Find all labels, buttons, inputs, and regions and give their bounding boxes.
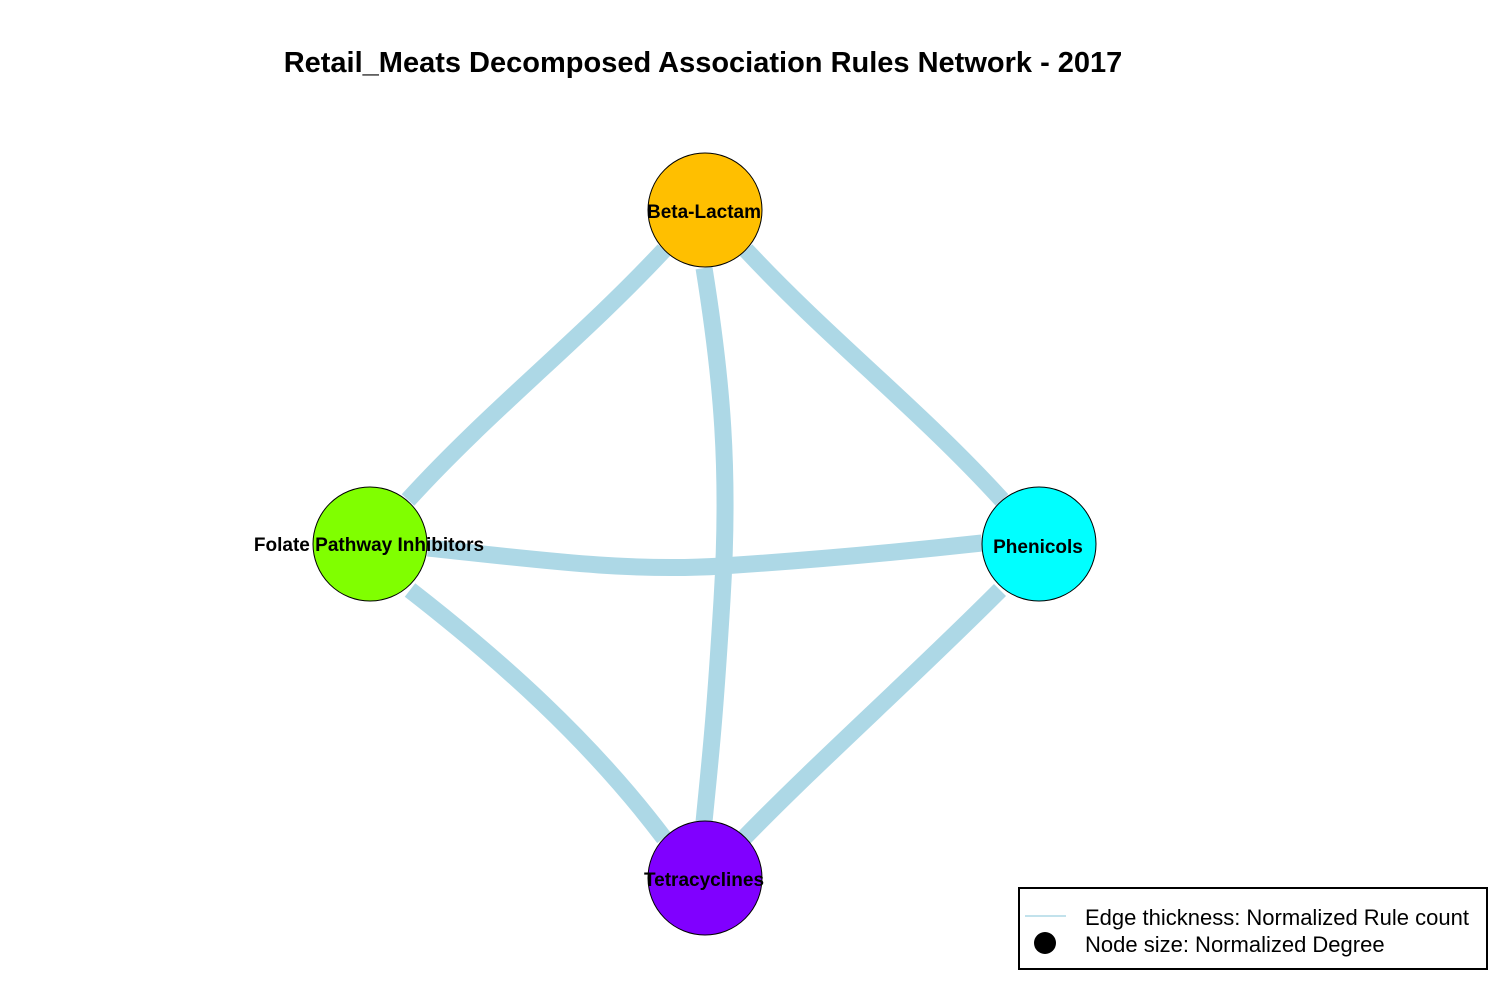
edge-phenicols-tetracyclines	[737, 583, 1007, 844]
node-labels-layer: Beta-Lactam Folate Pathway Inhibitors Ph…	[254, 202, 1083, 891]
node-phenicols[interactable]	[981, 486, 1097, 602]
node-folate-pathway-inhibitors[interactable]	[312, 486, 428, 602]
edge-folate-phenicols	[427, 534, 983, 577]
edge-folate-tetracyclines	[404, 583, 671, 844]
legend: Edge thickness: Normalized Rule count No…	[1018, 887, 1488, 970]
node-tetracyclines[interactable]	[647, 820, 763, 936]
node-beta-lactam[interactable]	[647, 152, 763, 268]
legend-box	[1018, 887, 1488, 970]
legend-edge-label: Edge thickness: Normalized Rule count	[1085, 905, 1469, 930]
edge-beta-lactam-tetracyclines	[695, 266, 734, 823]
edge-beta-lactam-phenicols	[739, 244, 1009, 506]
nodes-layer	[312, 152, 1097, 936]
diagram-title: Retail_Meats Decomposed Association Rule…	[284, 47, 1123, 79]
legend-node-marker-icon	[1034, 932, 1056, 954]
node-label-tetracyclines: Tetracyclines	[644, 870, 764, 891]
edge-beta-lactam-folate	[401, 244, 671, 506]
node-label-beta-lactam: Beta-Lactam	[647, 202, 761, 223]
edges-layer	[401, 244, 1009, 844]
legend-node-label: Node size: Normalized Degree	[1085, 932, 1385, 957]
node-label-folate-pathway-inhibitors: Folate Pathway Inhibitors	[254, 535, 484, 556]
node-label-phenicols: Phenicols	[993, 537, 1083, 558]
